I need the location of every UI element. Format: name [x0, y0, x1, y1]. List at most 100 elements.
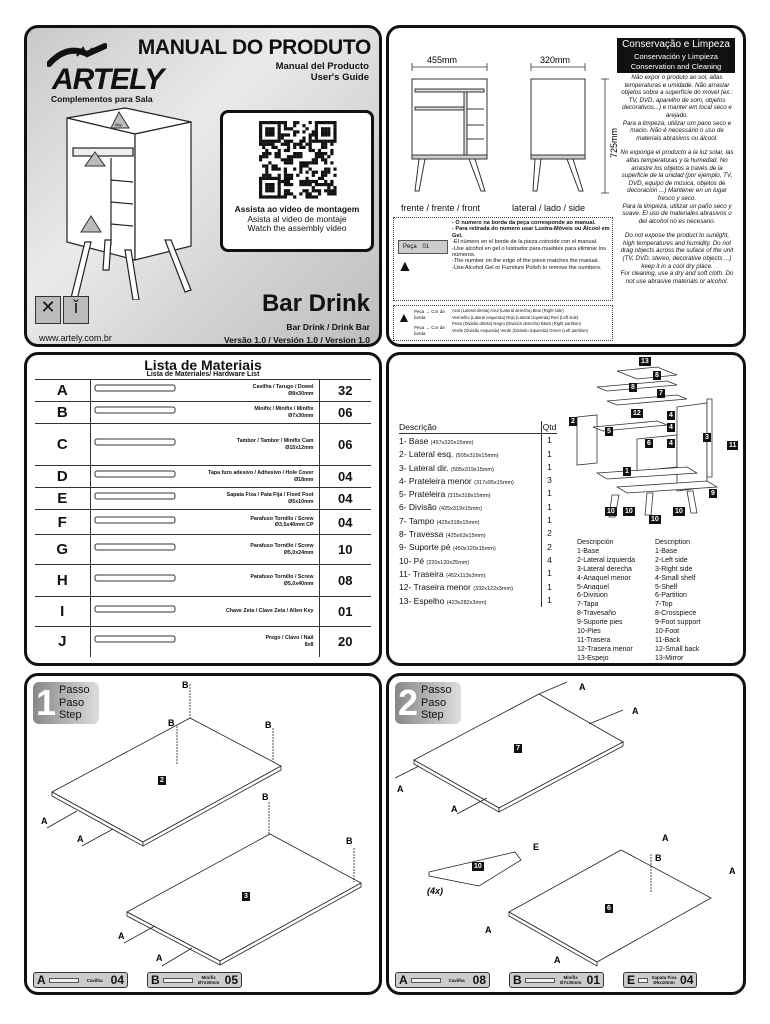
hardware-name: Cavilha	[86, 977, 103, 983]
piece-label: Peça	[414, 325, 425, 330]
part-size: (425x63x15mm)	[445, 533, 486, 540]
part-translation-en: 2-Left side	[655, 556, 688, 564]
part-translation-en: 5-Shelf	[655, 583, 678, 591]
part-translation-en: 7-Top	[655, 601, 673, 609]
qr-code-icon[interactable]	[259, 121, 337, 204]
edge-color-3: Preto (Divisão direita) Negro (División …	[452, 321, 581, 326]
notice-pt-1: - O numero na borda da peça corresponde …	[452, 220, 596, 226]
hw-label-a: A	[632, 706, 639, 716]
exploded-part-label: 10	[673, 507, 685, 516]
part-size: (332x122x3mm)	[473, 586, 513, 593]
parts-header-qty: Qtd	[541, 421, 557, 434]
part-translation-es: 5-Anaquel	[577, 583, 609, 591]
piece-label: Peça	[414, 309, 425, 314]
parts-row: 13- Espelho (423x282x3mm)1	[399, 593, 557, 608]
qr-caption-es: Asista al video de montaje	[247, 213, 347, 224]
hardware-desc: Tapa furo adesivo / Adhesivo / Hole Cove…	[200, 465, 319, 488]
part-name: 2- Lateral esq.	[399, 449, 454, 460]
piece-illustration: Peça 01	[398, 240, 448, 254]
part-translation-es: 11-Trasera	[577, 636, 611, 644]
step-number: 2	[398, 682, 419, 723]
hardware-qty: 08	[472, 973, 487, 987]
hardware-name: Prego / Clavo / Nail	[265, 635, 314, 642]
part-translation-en: 12-Small back	[655, 645, 700, 653]
part-translation-es: 6-Division	[577, 592, 608, 600]
height-dimension: 725mm	[609, 128, 619, 158]
hardware-qty: 06	[318, 423, 371, 466]
part-translation-en: 8-Crosspiece	[655, 610, 697, 618]
hardware-list-subtitle: Lista de Materiales/ Hardware List	[146, 371, 260, 378]
part-translation-en: 11-Back	[655, 636, 681, 644]
hardware-size: Ø8x30mm	[288, 390, 314, 397]
hardware-icon	[48, 977, 79, 983]
hardware-qty: 06	[318, 401, 371, 424]
part-translation-es: 13-Espejo	[577, 654, 609, 662]
hardware-name: Tapa furo adesivo / Adhesivo / Hole Cove…	[208, 470, 314, 476]
part-qty: 1	[541, 514, 557, 528]
part-name: 10- Pé	[399, 555, 425, 566]
part-name: 9- Suporte pé	[399, 542, 451, 553]
part-translation-es: 3-Lateral derecha	[577, 565, 632, 573]
edge-color-notice: ▲ Peça → Cor da borda Peça → Cor da bord…	[393, 305, 613, 341]
conservation-pt-1: Não expor o produto ao sol, altas temper…	[621, 74, 733, 119]
exploded-part-label: 7	[657, 389, 665, 398]
parts-row: 8- Travessa (425x63x15mm)2	[399, 527, 557, 541]
hardware-size: Ø15x12mm	[285, 444, 314, 451]
hardware-qty: 01	[586, 973, 601, 987]
conservation-es-2: Para la limpieza, utilizar un paño seco …	[622, 202, 732, 225]
hardware-h-icon	[90, 564, 200, 597]
exploded-part-label: 3	[703, 433, 711, 442]
hardware-j-icon	[90, 626, 200, 657]
edge-color-label: Cor da borda	[414, 325, 445, 336]
part-qty: 4	[541, 553, 557, 568]
part-size: (457x320x15mm)	[430, 439, 474, 446]
step-label-en: Step	[59, 709, 82, 721]
website-link[interactable]: www.artely.com.br	[39, 333, 112, 343]
product-illustration: 5kg	[55, 100, 205, 305]
hw-label-a: A	[156, 953, 163, 963]
notice-pt-2: - Para retirada do numero usar Lustra-Mó…	[452, 226, 610, 239]
part-qty: 1	[541, 567, 557, 581]
hardware-name: Chave Zeta / Clave Zeta / Allen Key	[225, 608, 314, 615]
part-qty: 1	[541, 500, 557, 515]
cover-panel: ARTELY Complementos para Sala MANUAL DO …	[24, 25, 382, 347]
parts-en-header: Description	[655, 539, 691, 546]
hardware-letter: H	[35, 564, 91, 597]
parts-row: 2- Lateral esq. (505x319x15mm)1	[399, 447, 557, 461]
hardware-d-icon	[90, 465, 200, 488]
part-qty: 1	[541, 487, 557, 501]
conservation-es-1: No exponga el producto a la luz solar, l…	[620, 149, 734, 202]
hw-label-a: A	[662, 833, 669, 843]
hardware-qty: 20	[318, 626, 371, 657]
parts-row: 1- Base (457x320x15mm)1	[399, 434, 557, 448]
exploded-part-label: 13	[639, 357, 651, 366]
board-label: 3	[242, 892, 250, 901]
no-drill-icon: ✕	[35, 296, 61, 324]
part-size: (452x113x3mm)	[446, 572, 486, 579]
version-label: Versão 1.0 / Versión 1.0 / Version 1.0	[223, 335, 370, 345]
part-qty: 1	[541, 593, 557, 608]
dimension-drawing: 455mm 320mm 725mm	[397, 53, 622, 208]
qr-box[interactable]: Assista ao vídeo de montagem Asista al v…	[220, 110, 374, 252]
hardware-qty: 04	[110, 973, 125, 987]
conservation-title: Conservação e Limpeza	[617, 38, 735, 51]
part-translation-en: 4-Small shelf	[655, 574, 696, 582]
hardware-b-icon	[90, 401, 200, 424]
parts-row: 10- Pé (220x120x25mm)4	[399, 553, 557, 568]
hw-label-b: B	[346, 836, 353, 846]
assembly-icons: ✕ ǐ	[35, 296, 89, 324]
conservation-title-es: Conservación y Limpieza	[634, 52, 718, 61]
step-label-es: Paso	[59, 696, 85, 709]
